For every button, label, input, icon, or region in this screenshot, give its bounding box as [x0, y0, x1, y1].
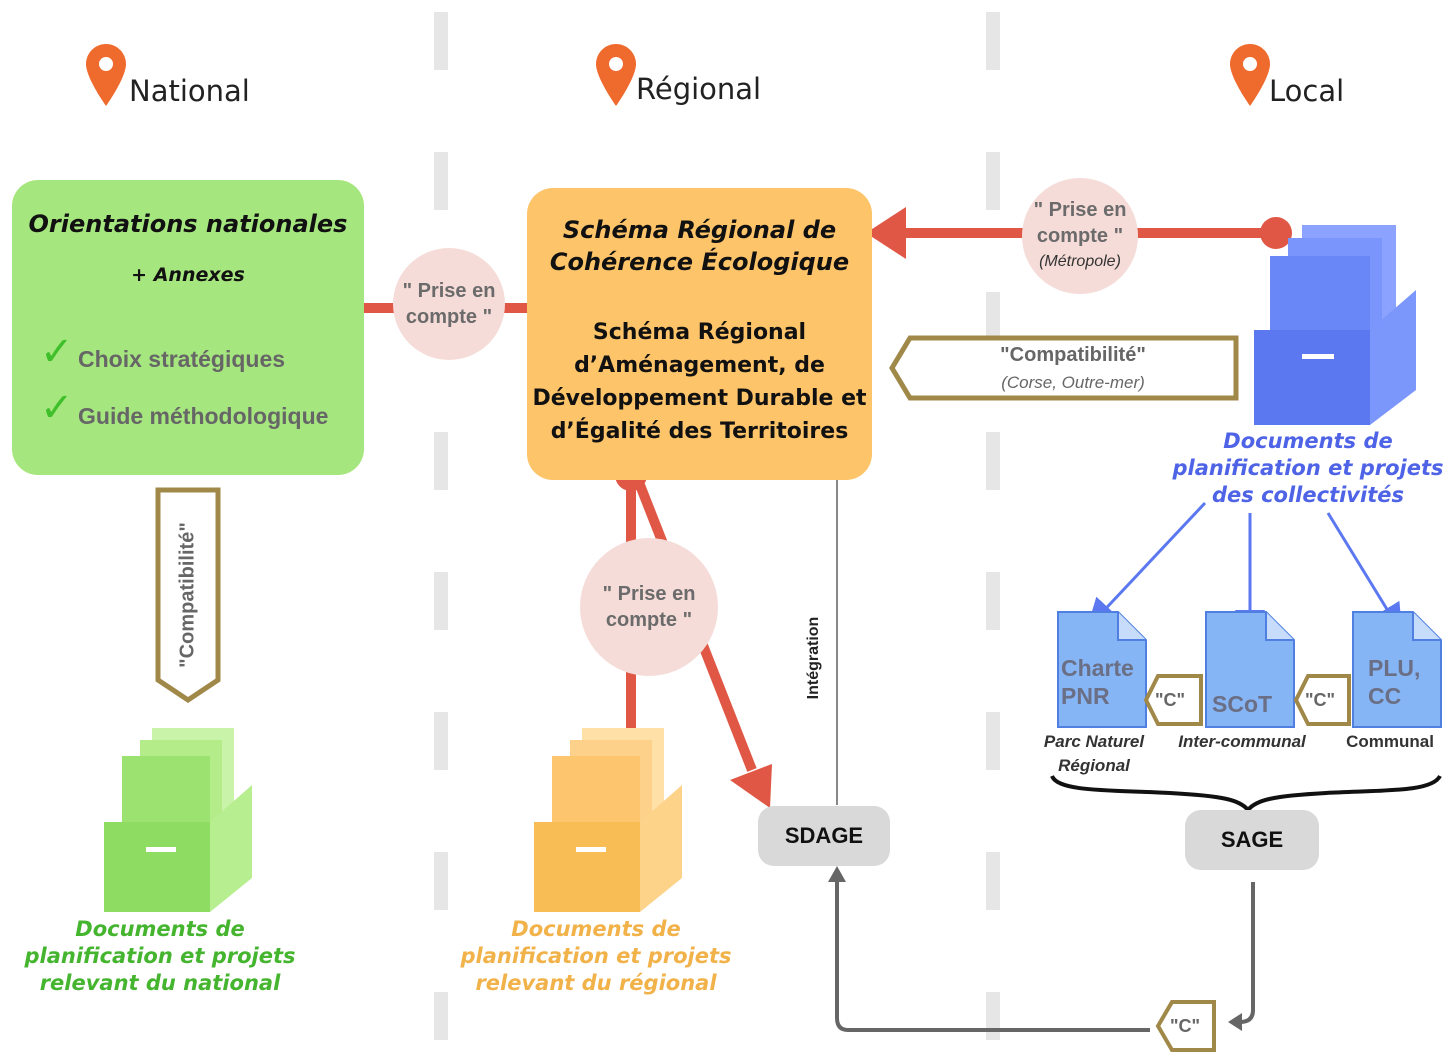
- compatibilite-label-national: "Compatibilité": [176, 522, 199, 668]
- c-label: "C": [1155, 690, 1186, 710]
- sage-pill: SAGE: [1185, 810, 1319, 870]
- sraddet-line: Développement Durable et: [532, 386, 867, 411]
- column-title-national: National: [129, 74, 250, 108]
- label-line: Régional: [1058, 756, 1130, 775]
- caption-national: Documents de planification et projets re…: [10, 916, 310, 997]
- caption-line: des collectivités: [1212, 483, 1404, 507]
- caption-line: planification et projets: [24, 944, 296, 968]
- doc-plu-cc: PLU, CC: [1368, 654, 1420, 710]
- label-line: Parc Naturel: [1043, 732, 1145, 751]
- caption-line: relevant du national: [39, 971, 281, 995]
- check-icon: ✓: [40, 329, 74, 375]
- sage-to-sdage-path: [828, 866, 1255, 1052]
- srce-title-line2: Cohérence Écologique: [549, 248, 850, 276]
- sdage-pill: SDAGE: [758, 806, 890, 866]
- national-orientations-box: Orientations nationales + Annexes ✓ Choi…: [12, 180, 364, 475]
- sraddet-line: d’Égalité des Territoires: [550, 419, 849, 444]
- c-label: "C": [1170, 1016, 1201, 1036]
- caption-regional: Documents de planification et projets re…: [446, 916, 746, 997]
- doc-file-charte: [1057, 611, 1147, 728]
- bubble-text-line: " Prise en: [602, 583, 696, 605]
- label-communal: Communal: [1346, 732, 1434, 751]
- location-pin-icon: [1230, 44, 1270, 106]
- local-doc-arrows: [1086, 501, 1403, 640]
- srce-title-line1: Schéma Régional de: [562, 216, 837, 244]
- doc-file-scot: [1205, 611, 1295, 728]
- caption-local: Documents de planification et projets de…: [1168, 428, 1443, 509]
- caption-line: planification et projets: [1172, 456, 1443, 480]
- bullet-guide-methodologique: Guide méthodologique: [78, 403, 329, 429]
- compatibilite-sub-local: (Corse, Outre-mer): [1001, 373, 1145, 392]
- label-parc-naturel-regional: Parc Naturel Régional: [1036, 730, 1152, 778]
- compatibilite-arrow-national: [155, 487, 221, 704]
- column-separators: [434, 12, 1000, 1040]
- column-title-local: Local: [1269, 74, 1345, 108]
- doc-text-line: Charte: [1061, 655, 1134, 681]
- curly-brace: [1050, 774, 1442, 814]
- prise-en-compte-bubble-national: " Prise en compte ": [393, 248, 505, 360]
- bubble-text-line: compte ": [405, 306, 493, 328]
- bubble-text-line: compte ": [605, 609, 693, 631]
- prise-en-compte-bubble-local: " Prise en compte " (Métropole): [1022, 178, 1138, 294]
- doc-charte-pnr: Charte PNR: [1061, 654, 1134, 710]
- sraddet-line: Schéma Régional: [592, 320, 807, 345]
- c-arrow-2: [1293, 674, 1351, 726]
- doc-text-line: CC: [1368, 683, 1402, 709]
- bubble-text-line: " Prise en: [1033, 199, 1127, 221]
- bubble-text-line: " Prise en: [402, 280, 496, 302]
- national-box-title: Orientations nationales: [28, 210, 348, 238]
- doc-scot: SCoT: [1212, 691, 1273, 717]
- caption-line: Documents de: [511, 917, 681, 941]
- compatibilite-arrow-local: [889, 335, 1239, 401]
- compatibilite-label-local: "Compatibilité": [1000, 344, 1146, 366]
- regional-schema-box: Schéma Régional de Cohérence Écologique …: [527, 188, 872, 480]
- caption-line: relevant du régional: [475, 971, 717, 995]
- caption-line: Documents de: [75, 917, 245, 941]
- caption-line: Documents de: [1223, 429, 1393, 453]
- metropole-label: (Métropole): [1039, 253, 1121, 270]
- location-pin-icon: [86, 44, 126, 106]
- c-arrow-1: [1143, 674, 1203, 726]
- bubble-text-line: compte ": [1036, 225, 1124, 247]
- doc-text-line: PNR: [1061, 683, 1110, 709]
- archive-box-national: [104, 728, 252, 912]
- sraddet-text: Schéma Régional d’Aménagement, de Dévelo…: [527, 316, 872, 448]
- prise-en-compte-bubble-regional: " Prise en compte ": [580, 538, 718, 676]
- bullet-choix-strategiques: Choix stratégiques: [78, 346, 286, 372]
- label-inter-communal: Inter-communal: [1178, 732, 1306, 751]
- doc-file-plu: [1352, 611, 1442, 728]
- location-pin-icon: [596, 44, 636, 106]
- check-icon: ✓: [40, 385, 74, 431]
- national-box-subtitle: + Annexes: [131, 264, 245, 286]
- doc-text-line: PLU,: [1368, 655, 1421, 681]
- sraddet-line: d’Aménagement, de: [574, 353, 825, 378]
- integration-label: Intégration: [805, 616, 822, 700]
- archive-box-regional: [534, 728, 682, 912]
- archive-box-local: [1254, 225, 1416, 425]
- c-label: "C": [1305, 690, 1336, 710]
- column-title-regional: Régional: [636, 72, 762, 106]
- caption-line: planification et projets: [460, 944, 732, 968]
